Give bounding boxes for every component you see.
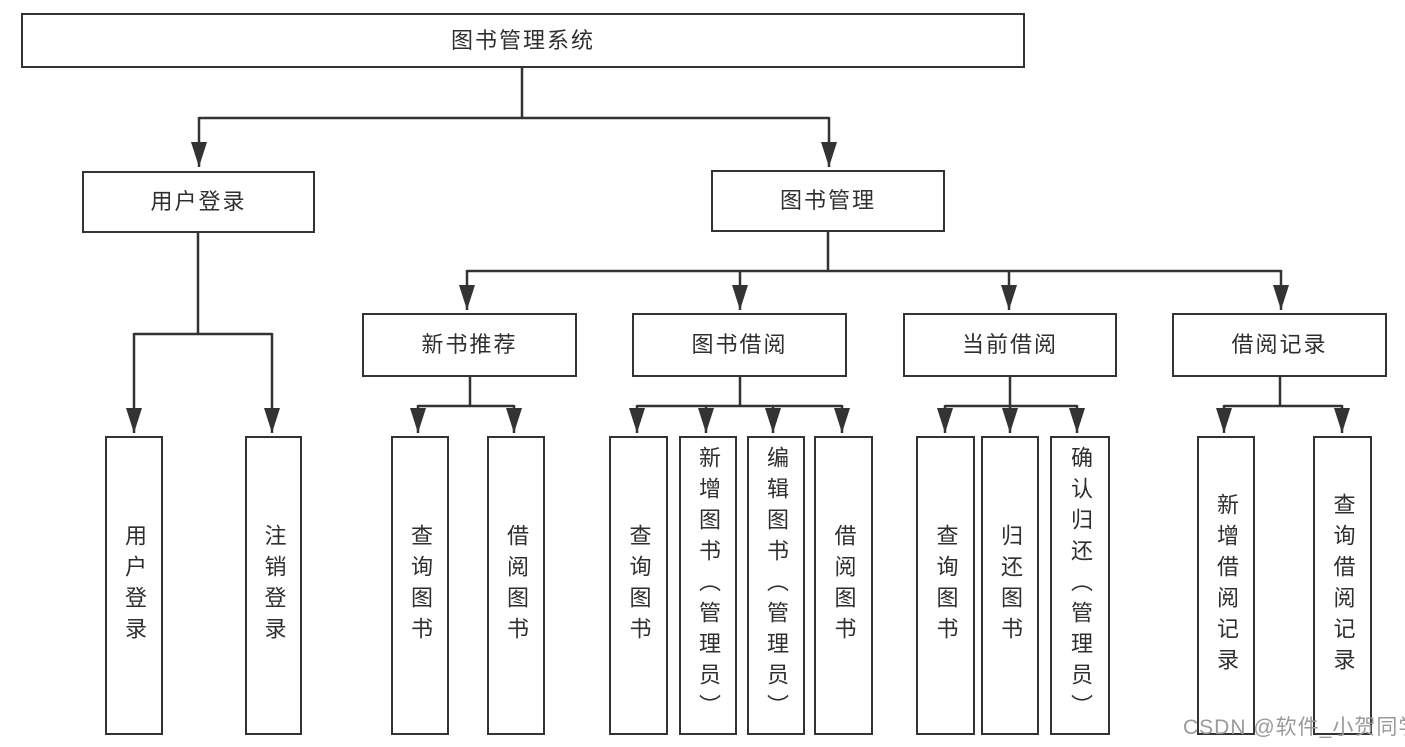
leaf-confirm-return-admin: 确认归还（管理员） xyxy=(1050,436,1110,735)
leaf-user-login: 用户登录 xyxy=(105,436,163,735)
node-borrowing-records: 借阅记录 xyxy=(1172,313,1387,377)
leaf-borrow-books: 借阅图书 xyxy=(814,436,873,735)
csdn-watermark: CSDN @软件_小贺同学 xyxy=(1183,716,1405,739)
leaf-query-books-borrow: 查询图书 xyxy=(609,436,668,735)
node-new-book-recommendation: 新书推荐 xyxy=(362,313,577,377)
node-book-borrowing: 图书借阅 xyxy=(632,313,847,377)
leaf-add-books-admin: 新增图书（管理员） xyxy=(679,436,737,735)
leaf-query-borrow-record: 查询借阅记录 xyxy=(1313,436,1372,735)
leaf-edit-books-admin: 编辑图书（管理员） xyxy=(747,436,805,735)
leaf-return-books: 归还图书 xyxy=(981,436,1039,735)
leaf-logout-login: 注销登录 xyxy=(245,436,302,735)
leaf-query-books-current: 查询图书 xyxy=(916,436,975,735)
leaf-add-borrow-record: 新增借阅记录 xyxy=(1197,436,1255,735)
leaf-query-books-recommend: 查询图书 xyxy=(391,436,449,735)
node-user-login: 用户登录 xyxy=(82,171,315,233)
node-current-borrowing: 当前借阅 xyxy=(903,313,1117,377)
node-book-management: 图书管理 xyxy=(711,170,945,232)
node-library-system-root: 图书管理系统 xyxy=(21,13,1025,68)
leaf-borrow-books-recommend: 借阅图书 xyxy=(487,436,545,735)
